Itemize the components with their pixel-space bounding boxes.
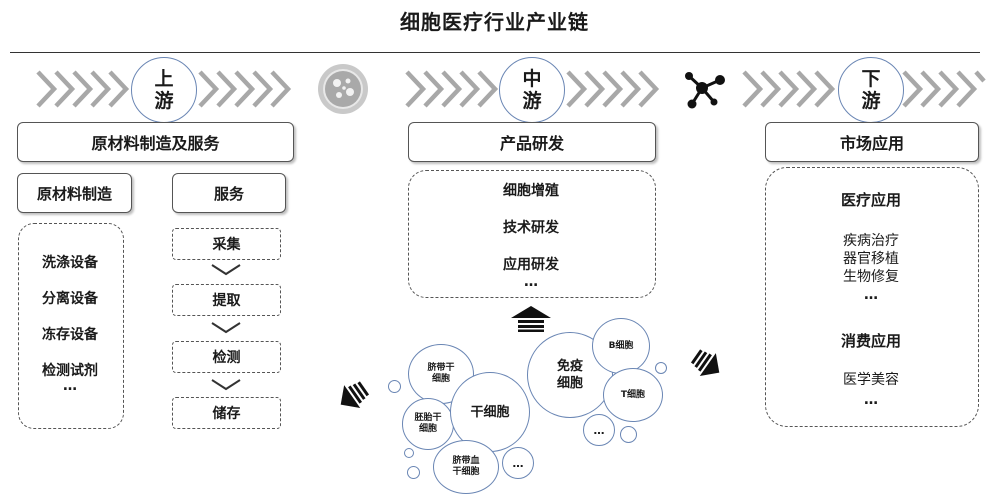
bubble-small-decor: [404, 448, 414, 458]
stage-circle-upstream: 上 游: [131, 57, 197, 123]
bubble-label: 干细胞: [470, 404, 510, 420]
list-item: 冻存设备: [42, 327, 98, 343]
bubble-small-decor: [655, 362, 667, 374]
medical-application-list: 疾病治疗 器官移植 生物修复 …: [765, 232, 977, 304]
chevron-band-downstream-right: [902, 70, 986, 108]
stage-label-line2: 游: [861, 90, 881, 112]
stage-label-line2: 游: [522, 90, 542, 112]
raw-materials-header: 原材料制造: [17, 173, 132, 213]
list-item: 分离设备: [42, 291, 98, 307]
service-step-store: 储存: [172, 397, 281, 429]
bubble-cord-blood-stem-cell: 脐带血 干细胞: [433, 440, 499, 494]
bubble-label: …: [512, 456, 524, 470]
bubble-label: …: [593, 423, 605, 437]
service-step-extract: 提取: [172, 284, 281, 316]
chevron-band-downstream-left: [742, 70, 836, 108]
upstream-header-label: 原材料制造及服务: [91, 134, 220, 153]
service-step-label: 提取: [212, 293, 241, 309]
list-item: 检测试剂: [42, 363, 98, 379]
chevron-down-icon: [211, 322, 241, 334]
bubble-immune-more: …: [583, 414, 615, 446]
service-step-label: 储存: [212, 406, 241, 422]
list-item: 生物修复: [843, 269, 899, 285]
stage-circle-midstream: 中 游: [499, 57, 565, 123]
list-item: …: [524, 274, 538, 290]
bubble-label: 胚胎干 细胞: [414, 413, 442, 434]
medical-application-heading: 医疗应用: [840, 191, 901, 209]
downstream-header: 市场应用: [765, 122, 979, 162]
bubble-t-cell: T细胞: [603, 368, 663, 422]
midstream-header-label: 产品研发: [499, 134, 564, 153]
molecule-icon: [685, 72, 725, 109]
list-item: 洗涤设备: [42, 255, 98, 271]
chevron-down-icon: [211, 264, 241, 276]
consumer-application-heading: 消费应用: [840, 332, 901, 350]
midstream-list-panel: [408, 170, 656, 298]
services-header: 服务: [172, 173, 286, 213]
downstream-panel: [765, 167, 979, 427]
list-item: 应用研发: [503, 257, 559, 273]
title-divider: [10, 52, 980, 53]
services-label: 服务: [213, 184, 244, 203]
bubble-embryo-stem-cell: 胚胎干 细胞: [402, 398, 454, 450]
bubble-b-cell: B细胞: [592, 318, 650, 374]
midstream-list: 细胞增殖 技术研发 应用研发 …: [408, 180, 654, 311]
list-item: …: [864, 287, 878, 303]
up-arrow-icon: [511, 306, 551, 332]
page-title: 细胞医疗行业产业链: [400, 10, 589, 34]
list-item: 技术研发: [503, 220, 559, 236]
chevron-down-icon: [211, 379, 241, 391]
list-item: …: [864, 392, 878, 408]
chevron-band-upstream-left: [36, 70, 130, 108]
raw-materials-list-panel: [18, 223, 124, 429]
bubble-label: 免疫 细胞: [556, 359, 583, 391]
bubble-label: 脐带干 细胞: [427, 363, 455, 384]
stage-label-line1: 中: [522, 68, 542, 90]
petri-dish-icon: [318, 64, 368, 114]
service-step-collect: 采集: [172, 228, 281, 260]
chevron-band-upstream-right: [198, 70, 292, 108]
list-item: 细胞增殖: [503, 183, 559, 199]
bubble-label: 脐带血 干细胞: [452, 456, 480, 477]
downstream-header-label: 市场应用: [839, 134, 904, 153]
bubble-small-decor: [620, 426, 637, 443]
bubble-stem-more: …: [502, 447, 534, 479]
list-item: 疾病治疗: [843, 233, 899, 249]
bubble-label: B细胞: [608, 340, 634, 351]
arrow-to-downstream-icon: [690, 349, 720, 377]
service-step-label: 检测: [212, 350, 241, 366]
bubble-stem-cell: 干细胞: [450, 372, 530, 452]
midstream-header: 产品研发: [408, 122, 656, 162]
raw-materials-list: 洗涤设备 分离设备 冻存设备 检测试剂 …: [18, 252, 122, 414]
bubble-small-decor: [407, 466, 420, 479]
upstream-header: 原材料制造及服务: [17, 122, 294, 162]
arrow-to-upstream-icon: [340, 381, 370, 409]
list-item: 医学美容: [843, 372, 899, 388]
bubble-label: T细胞: [620, 389, 646, 400]
list-item: …: [63, 378, 77, 394]
stage-label-line1: 下: [861, 68, 881, 90]
chevron-band-midstream-right: [566, 70, 660, 108]
stage-label-line2: 游: [154, 90, 174, 112]
stage-circle-downstream: 下 游: [838, 57, 904, 123]
service-step-label: 采集: [212, 237, 241, 253]
raw-materials-label: 原材料制造: [36, 184, 112, 203]
stage-label-line1: 上: [154, 68, 174, 90]
consumer-application-list: 医学美容 …: [765, 371, 977, 409]
list-item: 器官移植: [843, 251, 899, 267]
bubble-small-decor: [388, 380, 401, 393]
chevron-band-midstream-left: [405, 70, 499, 108]
service-step-test: 检测: [172, 341, 281, 373]
